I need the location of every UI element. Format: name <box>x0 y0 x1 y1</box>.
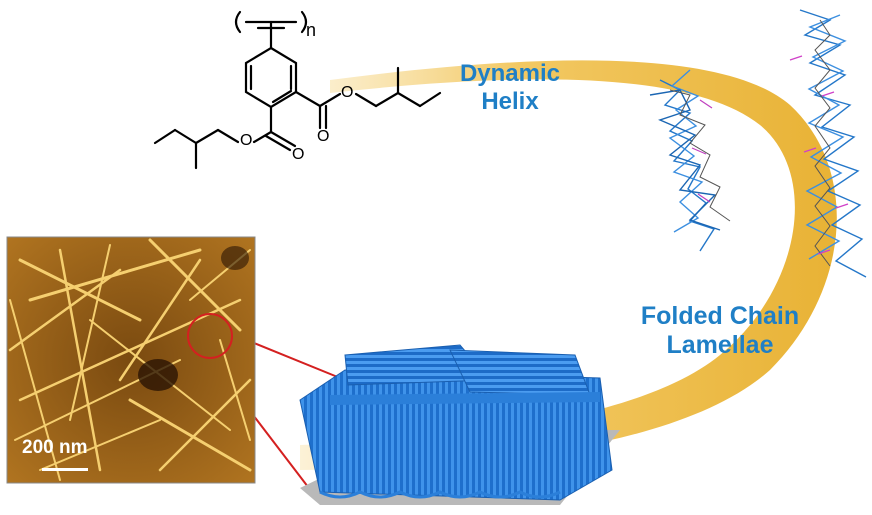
atom-label: O <box>240 132 253 149</box>
gold-arrow <box>300 60 837 471</box>
label-line: Helix <box>481 87 539 115</box>
label-line: Lamellae <box>666 330 774 359</box>
dynamic-helix-model-right <box>789 9 867 278</box>
atom-label: O <box>341 84 354 101</box>
atom-label: O <box>292 146 305 163</box>
chemical-structure <box>153 10 442 170</box>
label-line: Folded Chain <box>640 302 800 330</box>
dynamic-helix-label: Dynamic Helix <box>440 60 580 115</box>
folded-chain-lamellae-label: Folded Chain Lamellae <box>590 302 850 360</box>
atom-label: O <box>317 128 330 145</box>
scale-bar-label: 200 nm <box>22 437 88 458</box>
scale-bar <box>42 468 88 471</box>
lamellae-crystal <box>299 344 620 505</box>
dynamic-helix-model-left <box>649 69 731 252</box>
zoom-circle <box>187 313 233 359</box>
afm-image <box>6 236 256 484</box>
repeat-subscript: n <box>306 20 317 40</box>
label-line: Dynamic <box>459 60 561 87</box>
